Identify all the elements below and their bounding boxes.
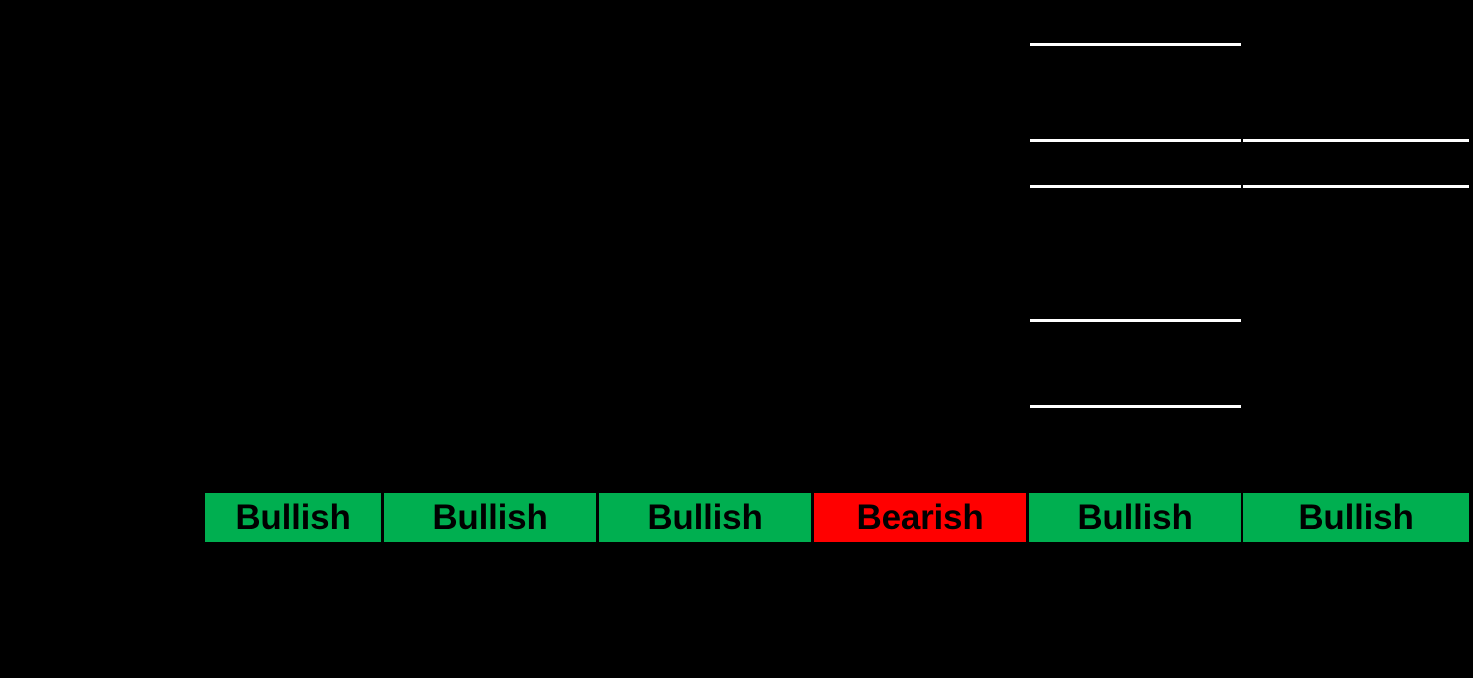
signal-cell-label: Bullish (647, 498, 763, 537)
signal-cell-label: Bullish (235, 498, 351, 537)
signal-cell-bullish-1[interactable]: Bullish (205, 493, 381, 542)
price-level-line-7 (1030, 405, 1241, 408)
signal-cell-label: Bullish (1298, 498, 1414, 537)
signal-cell-label: Bearish (856, 498, 984, 537)
signal-cell-bullish-5[interactable]: Bullish (1029, 493, 1241, 542)
price-level-line-6 (1030, 319, 1241, 322)
signal-cell-label: Bullish (432, 498, 548, 537)
price-level-line-4 (1030, 185, 1241, 188)
signal-cell-bullish-2[interactable]: Bullish (384, 493, 596, 542)
signal-cell-bullish-6[interactable]: Bullish (1243, 493, 1469, 542)
price-level-line-1 (1030, 43, 1241, 46)
signal-cell-label: Bullish (1077, 498, 1193, 537)
signal-cell-bullish-3[interactable]: Bullish (599, 493, 811, 542)
price-level-line-5 (1243, 185, 1469, 188)
price-level-line-3 (1243, 139, 1469, 142)
price-level-line-2 (1030, 139, 1241, 142)
signal-cell-bearish-4[interactable]: Bearish (814, 493, 1026, 542)
